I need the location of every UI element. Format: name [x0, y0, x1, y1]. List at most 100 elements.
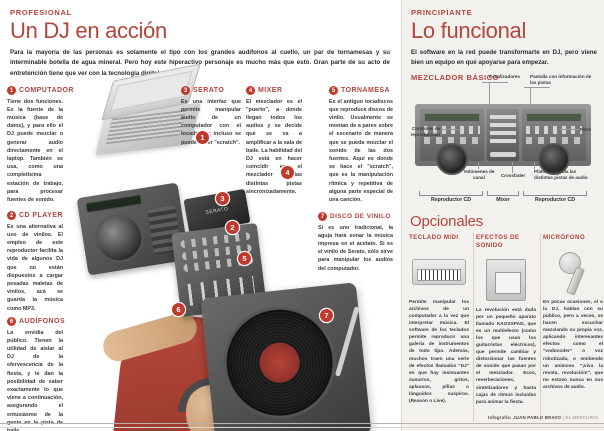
callout-mixer: 4 MIXER El mezclador es el "puerto", a d…: [246, 86, 302, 196]
credit-source: | EL MERCURIO: [562, 415, 598, 420]
mixer-deck-right-jog: [538, 143, 570, 175]
optional-teclado-midi-body: Permite manipular los archivos de un com…: [409, 299, 469, 405]
left-kicker: PROFESIONAL: [10, 8, 72, 17]
callout-serato-body: Es una interfaz que permite manipular au…: [181, 98, 241, 146]
optional-teclado-midi-title: TECLADO MIDI: [409, 234, 459, 241]
mixer-deck-left-transport: [424, 137, 480, 144]
callout-computador-title: COMPUTADOR: [19, 87, 74, 94]
marker-5: 5: [238, 252, 251, 265]
right-intro: El software en la red puede transformart…: [411, 49, 597, 67]
marker-4: 4: [281, 166, 294, 179]
right-title: Lo funcional: [411, 18, 527, 43]
callout-tornamesa-head: 5 TORNAMESA: [329, 86, 393, 95]
divider-2: [540, 233, 541, 421]
callout-computador: 1 COMPUTADOR Tiene dos funciones. Es la …: [7, 86, 73, 204]
callout-serato-head: 3 SERATO: [181, 86, 241, 95]
callout-disco-de-vinilo-head: 7 DISCO DE VINILO: [318, 212, 393, 221]
label-ecualizadores: Ecualizadores: [489, 74, 520, 79]
callout-disco-de-vinilo-number: 7: [318, 212, 327, 221]
cd-player-jog-wheel: [91, 210, 147, 266]
mixer-deck-right-transport: [526, 137, 582, 144]
callout-audifonos-head: 6 AUDÍFONOS: [7, 317, 66, 326]
footer-rule-top: [0, 423, 604, 424]
callout-audifonos-number: 6: [7, 317, 16, 326]
leader-controles: [441, 129, 461, 130]
mezclador-basico-title: MEZCLADOR BÁSICO: [411, 73, 499, 82]
bracket-mixer: [487, 191, 519, 196]
callout-computador-body: Tiene dos funciones. Es la fuente de la …: [7, 98, 63, 203]
footer-rule-bottom: [0, 427, 604, 428]
callout-disco-de-vinilo: 7 DISCO DE VINILO Si es uno tradicional,…: [318, 212, 393, 273]
right-header: PRINCIPIANTE Lo funcional El software en…: [411, 8, 597, 69]
left-header: PROFESIONAL Un DJ en acción Para la mayo…: [10, 8, 392, 79]
leader-ecualizadores-cap: [482, 82, 508, 83]
mixer-deck-right: [522, 109, 586, 175]
callout-disco-de-vinilo-body: Si es uno tradicional, la aguja hará son…: [318, 224, 393, 272]
cd-player-illustration: [76, 182, 190, 276]
mixer-deck-left-jog: [436, 143, 468, 175]
effects-unit-icon: [476, 253, 536, 307]
callout-audifonos-title: AUDÍFONOS: [19, 318, 66, 325]
optional-efectos-sonido-body: La revolución está dada por un pequeño a…: [476, 307, 536, 405]
callout-computador-number: 1: [7, 86, 16, 95]
right-panel: PRINCIPIANTE Lo funcional El software en…: [401, 0, 604, 431]
callout-tornamesa: 5 TORNAMESA Es el antiguo tocadiscos que…: [329, 86, 393, 204]
marker-3: 3: [216, 192, 229, 205]
optional-efectos-sonido: EFECTOS DE SONIDO La revolución está dad…: [476, 234, 536, 406]
callout-cd-player-title: CD PLAYER: [19, 212, 63, 219]
marker-7: 7: [320, 309, 333, 322]
callout-tornamesa-title: TORNAMESA: [341, 87, 391, 94]
optional-teclado-midi: TECLADO MIDI Permite manipular los archi…: [409, 234, 469, 405]
bracket-label-reproductor-cd-right: Reproductor CD: [534, 197, 576, 203]
cd-player-display: [85, 194, 143, 214]
leader-volumenes: [478, 162, 479, 169]
callout-mixer-title: MIXER: [258, 87, 283, 94]
left-title: Un DJ en acción: [10, 18, 167, 43]
mixer-deck-right-screen: [526, 113, 582, 122]
microphone-icon: [543, 245, 603, 299]
callout-serato-title: SERATO: [193, 87, 225, 94]
callout-cd-player: 2 CD PLAYER Es una alternativa al uso de…: [7, 211, 63, 313]
credit: Infografía: JUAN PABLO BRAVO | EL MERCUR…: [488, 415, 598, 420]
label-platos: Platos, controla las distintas pistas de…: [534, 169, 588, 181]
callout-computador-head: 1 COMPUTADOR: [7, 86, 73, 95]
callout-mixer-head: 4 MIXER: [246, 86, 302, 95]
callout-mixer-body: El mezclador es el "puerto", a donde lle…: [246, 98, 303, 195]
callout-mixer-number: 4: [246, 86, 255, 95]
mixer-center-section: [487, 109, 519, 161]
label-volumenes-canal: Volúmenes de canal: [463, 169, 495, 181]
right-kicker: PRINCIPIANTE: [411, 8, 473, 17]
label-pantalla-pistas: Pantalla con información de las pistas: [530, 74, 592, 86]
bracket-label-mixer: Mixer: [496, 197, 510, 203]
bracket-reproductor-cd-left: [419, 191, 483, 196]
label-crossfader: Crossfader: [500, 173, 526, 178]
bracket-label-reproductor-cd-left: Reproductor CD: [430, 197, 472, 203]
marker-2: 2: [226, 221, 239, 234]
midi-keyboard-icon: [409, 245, 469, 299]
turntable-illustration: [200, 282, 372, 431]
optional-microfono-body: En pocas ocasiones, el o la DJ, hablan c…: [543, 299, 603, 390]
marker-1: 1: [196, 131, 209, 144]
leader-platos: [534, 162, 535, 169]
callout-audifonos-body: La envidia del público. Tienen la utilid…: [7, 329, 63, 431]
callout-cd-player-body: Es una alternativa al uso de vinilos. El…: [7, 223, 63, 312]
dj-setup-illustration: SERATO: [58, 63, 401, 431]
mixer-deck-left-pads: [424, 126, 480, 134]
mixer-deck-right-pads: [526, 126, 582, 134]
callout-tornamesa-body: Es el antiguo tocadiscos que reproduce d…: [329, 98, 393, 203]
label-controles-reproduccion: Controles de reproducción: [410, 126, 440, 138]
bracket-reproductor-cd-right: [523, 191, 587, 196]
callout-disco-de-vinilo-title: DISCO DE VINILO: [330, 213, 391, 220]
callout-serato: 3 SERATO Es una interfaz que permite man…: [181, 86, 241, 147]
leader-pantalla: [530, 88, 531, 108]
optional-efectos-sonido-title: EFECTOS DE SONIDO: [476, 234, 520, 249]
optional-microfono: MICRÓFONO En pocas ocasiones, el o la DJ…: [543, 234, 603, 391]
callout-cd-player-number: 2: [7, 211, 16, 220]
marker-6: 6: [172, 303, 185, 316]
leader-pitch: [560, 129, 580, 130]
optional-microfono-title: MICRÓFONO: [543, 234, 586, 241]
callout-serato-number: 3: [181, 86, 190, 95]
left-panel: PROFESIONAL Un DJ en acción Para la mayo…: [0, 0, 401, 431]
basic-mixer-diagram: [415, 104, 591, 175]
callout-cd-player-head: 2 CD PLAYER: [7, 211, 63, 220]
